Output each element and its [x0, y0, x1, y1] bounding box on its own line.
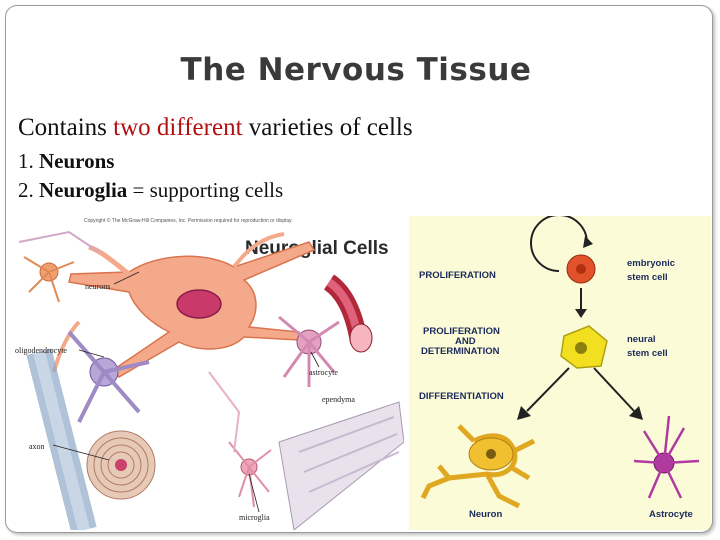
ependyma-illustration [278, 401, 404, 530]
label-embryonic-line1: embryonic [627, 258, 675, 269]
stage-proliferation: PROLIFERATION [419, 270, 496, 281]
label-ependyma: ependyma [322, 395, 355, 404]
label-embryonic-line2: stem cell [627, 272, 668, 283]
intro-line: Contains two different varieties of cell… [18, 114, 413, 142]
embryonic-stem-cell [530, 216, 596, 284]
label-astrocyte: astrocyte [309, 368, 338, 377]
intro-highlight: two different [113, 114, 243, 141]
label-astrocyte: Astrocyte [649, 509, 693, 520]
blood-vessel [323, 274, 373, 353]
figure-copyright: Copyright © The McGraw-Hill Companies, I… [84, 217, 293, 224]
label-neural-line1: neural [627, 334, 656, 345]
slide-title: The Nervous Tissue [180, 52, 532, 88]
arrow-right [593, 367, 635, 412]
list-item-neurons: 1. Neurons [18, 149, 114, 174]
stage-prolif-det-line2: AND [455, 336, 476, 347]
intro-text-after: varieties of cells [242, 114, 413, 141]
label-neurons: neurons [85, 282, 110, 291]
list-term: Neuroglia [39, 178, 128, 202]
list-term: Neurons [39, 149, 115, 173]
neural-stem-cell [560, 325, 608, 369]
arrow-right-head [629, 406, 643, 420]
list-item-neuroglia: 2. Neuroglia = supporting cells [18, 178, 283, 203]
stage-differentiation: DIFFERENTIATION [419, 391, 504, 402]
stage-prolif-det-line3: DETERMINATION [421, 346, 500, 357]
astrocyte-cell [633, 415, 700, 499]
label-axon: axon [29, 442, 45, 451]
stage-prolif-det-line1: PROLIFERATION [423, 326, 500, 337]
label-neuron: Neuron [469, 509, 502, 520]
label-microglia: microglia [239, 513, 270, 522]
arrow-head [575, 309, 587, 318]
label-neural-line2: stem cell [627, 348, 668, 359]
slide: The Nervous Tissue Contains two differen… [5, 5, 713, 533]
arrow-left-head [517, 406, 531, 420]
small-neurons [18, 230, 100, 303]
leader-lines [52, 271, 320, 513]
intro-text-before: Contains [18, 114, 114, 141]
stem-cell-differentiation-figure: PROLIFERATION PROLIFERATION AND DETERMIN… [409, 216, 711, 530]
neuron-cell [420, 424, 536, 509]
myelin-spiral [86, 430, 156, 500]
list-number: 1. [18, 149, 39, 173]
astrocyte-illustration [278, 315, 340, 387]
microglia-illustration [208, 371, 272, 508]
list-number: 2. [18, 178, 39, 202]
arrow-left [526, 367, 570, 412]
label-oligodendrocyte: oligodendrocyte [15, 346, 67, 355]
neuroglial-cells-figure: Copyright © The McGraw-Hill Companies, I… [9, 212, 404, 530]
list-rest: = supporting cells [127, 178, 284, 202]
